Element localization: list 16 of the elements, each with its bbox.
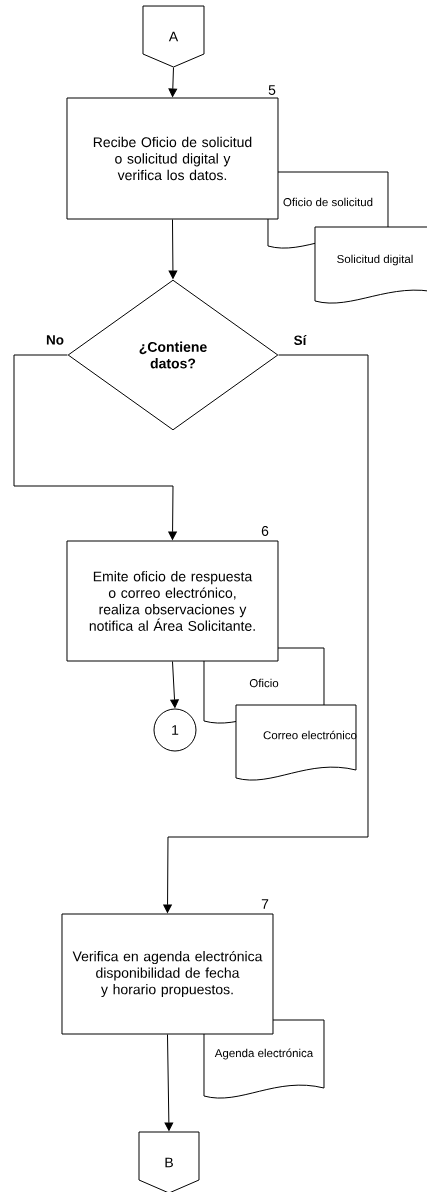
edge-label: No bbox=[46, 335, 64, 345]
arrow bbox=[170, 661, 179, 708]
arrow bbox=[163, 354, 369, 913]
step-number: 6 bbox=[261, 526, 269, 536]
document-shape: Correo electrónico bbox=[235, 704, 357, 781]
arrow bbox=[13, 354, 177, 540]
process-box: Recibe Oficio de solicitud o solicitud digital y verifica los datos. bbox=[66, 97, 279, 220]
edge-label: Sí bbox=[294, 335, 307, 345]
step-number: 5 bbox=[268, 85, 276, 95]
document-shape: Solicitud digital bbox=[314, 226, 427, 304]
arrow bbox=[168, 67, 178, 97]
off-page-connector: B bbox=[138, 1131, 200, 1192]
step-number: 7 bbox=[261, 899, 269, 909]
arrow bbox=[164, 1034, 174, 1131]
arrow bbox=[168, 219, 178, 279]
node-label: Solicitud digital bbox=[337, 254, 413, 266]
